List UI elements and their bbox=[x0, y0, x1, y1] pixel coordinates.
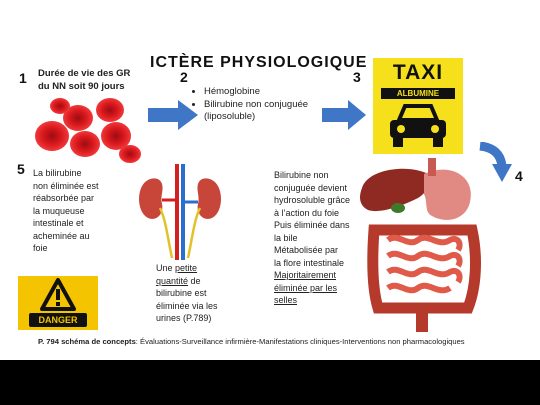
step4-line-underlined: Majoritairement bbox=[274, 270, 337, 280]
warning-triangle-icon bbox=[40, 278, 76, 311]
kidney-line: éliminée via les bbox=[156, 300, 218, 311]
danger-sign-icon: DANGER bbox=[18, 276, 98, 330]
step4-line: Métabolisée par bbox=[274, 245, 339, 255]
kidney-text: Une petite quantité de bilirubine est él… bbox=[156, 262, 218, 325]
digestive-system-image bbox=[360, 158, 481, 332]
step2-bullet-hemoglobin: Hémoglobine bbox=[204, 86, 327, 99]
arrow-right-icon bbox=[148, 100, 198, 130]
kidney-line: bilirubine est bbox=[156, 288, 207, 298]
step-number-2: 2 bbox=[180, 69, 188, 85]
kidney-word: Une bbox=[156, 263, 176, 273]
step5-line: intestinale et bbox=[33, 218, 84, 228]
slide: ICTÈRE PHYSIOLOGIQUE 1 2 3 4 5 Durée de … bbox=[0, 0, 540, 360]
step1-line2: du NN soit 90 jours bbox=[38, 81, 125, 92]
footer-bold: P. 794 schéma de concepts bbox=[38, 337, 136, 346]
kidney-line: quantité de bbox=[156, 275, 218, 288]
red-blood-cells-image bbox=[35, 98, 141, 163]
step-number-4: 4 bbox=[515, 168, 523, 184]
step2-text: Hémoglobine Bilirubine non conjuguée (li… bbox=[192, 86, 327, 124]
step-number-5: 5 bbox=[17, 161, 25, 177]
step4-line: conjuguée devient bbox=[274, 182, 348, 193]
step2-bullet-bilirubin: Bilirubine non conjuguée bbox=[204, 99, 327, 112]
kidney-word-underlined: quantité bbox=[156, 275, 189, 286]
footer-rest: : Évaluations-Surveillance infirmière-Ma… bbox=[135, 337, 465, 346]
arrow-right-icon bbox=[322, 100, 366, 130]
slide-title: ICTÈRE PHYSIOLOGIQUE bbox=[150, 54, 368, 71]
curved-arrow-down-icon bbox=[479, 142, 512, 182]
step4-line: Bilirubine non bbox=[274, 170, 329, 180]
step5-line: foie bbox=[33, 243, 48, 253]
kidney-word-underlined: petite bbox=[175, 263, 198, 273]
car-icon bbox=[390, 104, 446, 147]
step4-line: à l’action du foie bbox=[274, 207, 340, 218]
step5-line: non éliminée est bbox=[33, 180, 99, 191]
taxi-plate-label: ALBUMINE bbox=[381, 88, 455, 99]
taxi-albumine-icon: TAXI ALBUMINE bbox=[373, 58, 463, 154]
step5-line: réabsorbée par bbox=[33, 193, 95, 203]
step2-liposoluble: (liposoluble) bbox=[204, 111, 256, 122]
step5-line: La bilirubine bbox=[33, 168, 82, 178]
step1-line1: Durée de vie des GR bbox=[38, 68, 131, 79]
taxi-sign-label: TAXI bbox=[392, 61, 444, 84]
step-number-1: 1 bbox=[19, 70, 27, 86]
step4-text: Bilirubine non conjuguée devient hydroso… bbox=[274, 169, 350, 307]
step4-line: la flore intestinale bbox=[274, 257, 345, 268]
step4-line-underlined: selles bbox=[274, 295, 298, 305]
step-number-3: 3 bbox=[353, 69, 361, 85]
step4-line: Puis éliminée dans bbox=[274, 220, 350, 230]
step5-text: La bilirubine non éliminée est réabsorbé… bbox=[33, 167, 99, 255]
step1-text: Durée de vie des GR du NN soit 90 jours bbox=[38, 67, 130, 93]
kidney-line: urines (P.789) bbox=[156, 313, 212, 323]
danger-label: DANGER bbox=[29, 313, 87, 327]
step4-line: la bile bbox=[274, 232, 298, 243]
step4-line-underlined: éliminée par les bbox=[274, 282, 338, 293]
kidney-line: Une petite bbox=[156, 262, 218, 275]
step5-line: la muqueuse bbox=[33, 205, 85, 216]
step5-line: acheminée au bbox=[33, 230, 90, 241]
step4-line: hydrosoluble grâce bbox=[274, 195, 351, 205]
kidneys-image bbox=[139, 164, 221, 260]
kidney-word: de bbox=[188, 275, 201, 286]
footer-reference: P. 794 schéma de concepts: Évaluations-S… bbox=[38, 337, 538, 346]
